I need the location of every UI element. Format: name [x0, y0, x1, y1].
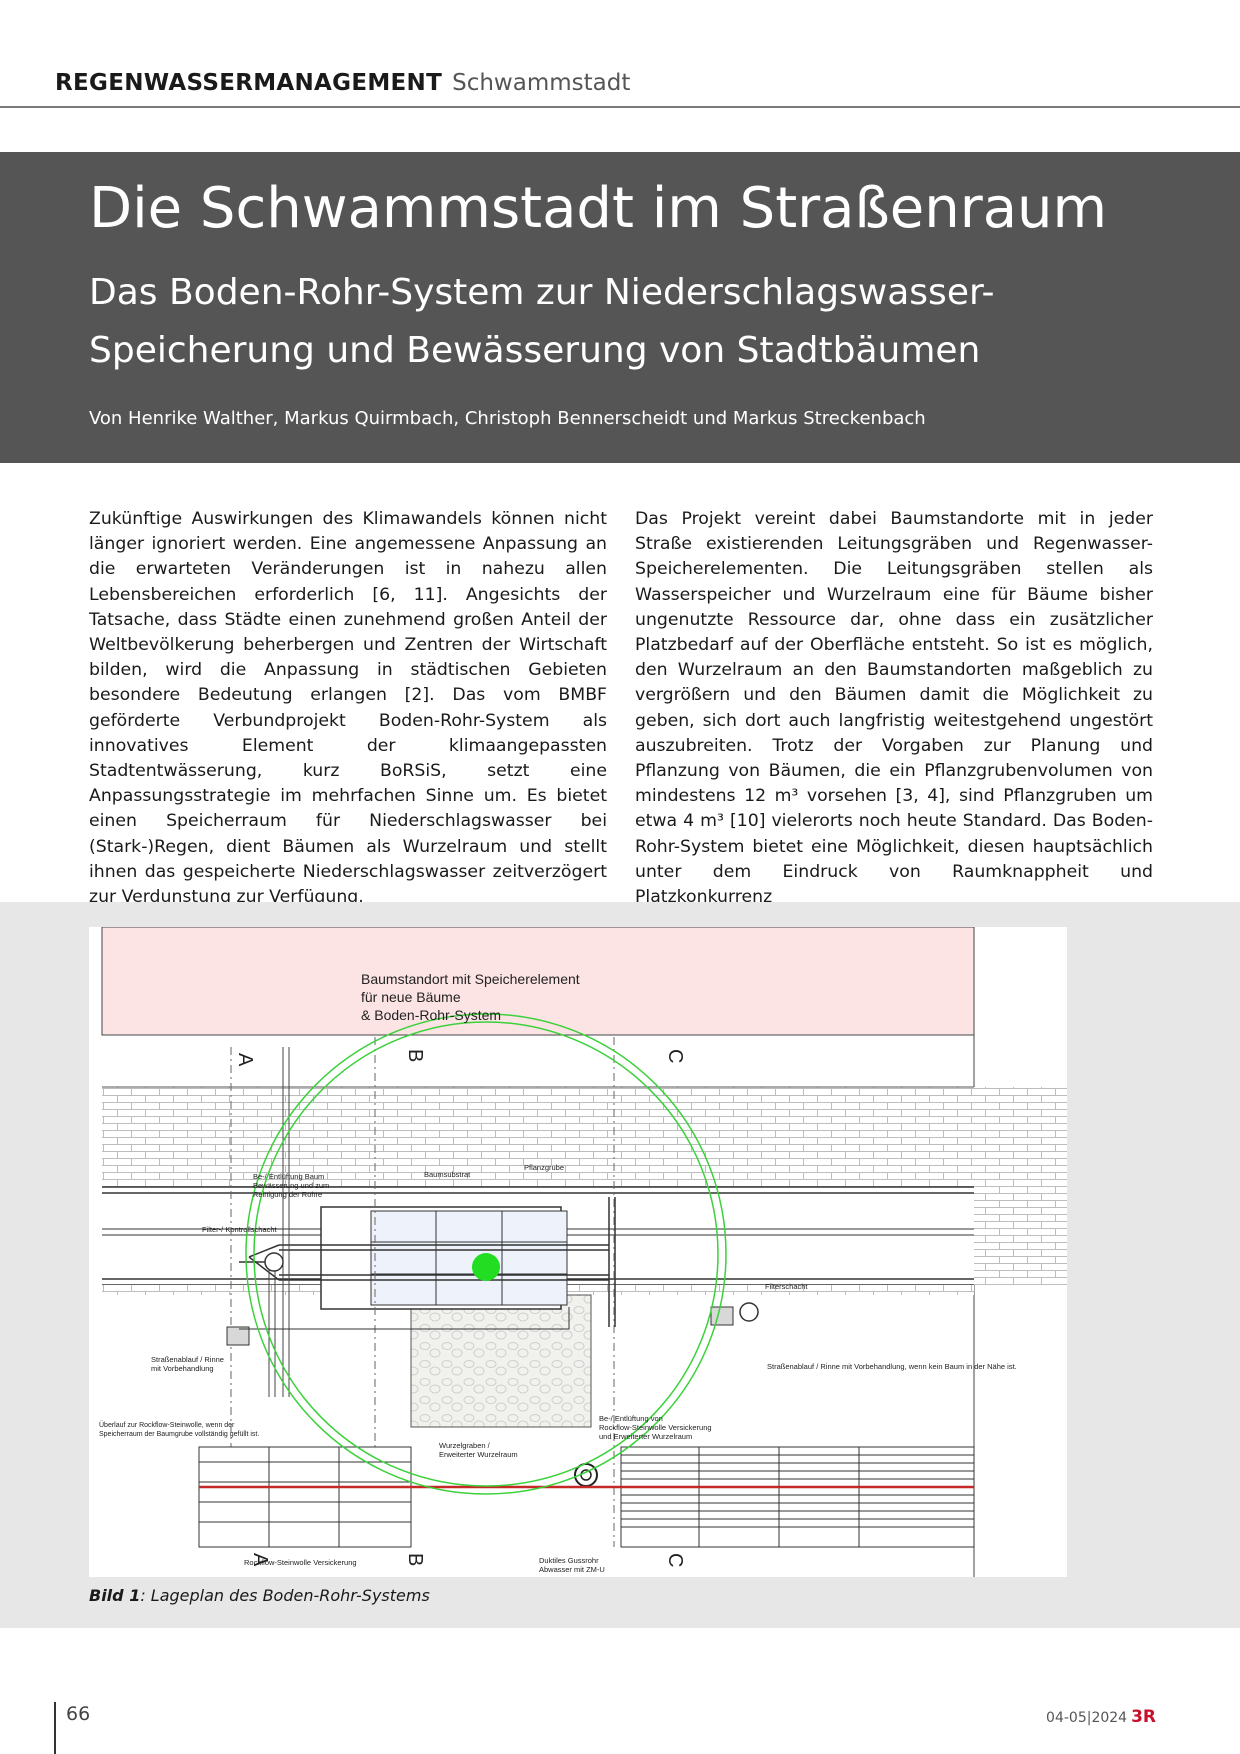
label-vent-3: Reinigung der Rohre	[253, 1190, 322, 1199]
label-trench-1: Wurzelgraben /	[439, 1441, 491, 1450]
tree-canopy-inner	[253, 1021, 719, 1487]
label-pipe-2: Abwasser mit ZM-U	[539, 1565, 605, 1574]
figure-site-plan: Baumstandort mit Speicherelement für neu…	[89, 927, 1067, 1577]
section-mark-b-bottom: B	[404, 1553, 426, 1566]
root-trench	[410, 1294, 592, 1428]
label-trench-2: Erweiterter Wurzelraum	[439, 1450, 518, 1459]
label-drain-right: Straßenablauf / Rinne mit Vorbehandlung,…	[767, 1362, 1017, 1371]
label-vent-rock-3: und Erweiterter Wurzelraum	[599, 1432, 692, 1441]
body-column-right: Das Projekt vereint dabei Baumstandorte …	[635, 509, 1153, 908]
header-rule	[0, 106, 1240, 108]
label-main-1: Baumstandort mit Speicherelement	[361, 971, 580, 987]
journal-logo: 3R	[1131, 1707, 1156, 1727]
label-substrate: Baumsubstrat	[424, 1170, 471, 1179]
section-mark-c-bottom: C	[664, 1553, 686, 1567]
label-pit: Pflanzgrube	[524, 1163, 564, 1172]
pavement-right	[974, 1087, 1067, 1285]
label-main-3: & Boden-Rohr-System	[361, 1007, 501, 1023]
section-title: REGENWASSERMANAGEMENT	[55, 70, 443, 96]
street-drain-left	[226, 1326, 250, 1346]
article-authors: Von Henrike Walther, Markus Quirmbach, C…	[89, 408, 926, 429]
label-vent-1: Be-/ Entlüftung Baum	[253, 1172, 324, 1181]
tree-zone-area	[101, 927, 975, 1036]
section-mark-c-top: C	[664, 1049, 686, 1063]
article-subtitle: Das Boden-Rohr-System zur Niederschlagsw…	[89, 272, 995, 371]
rockflow-band-left	[198, 1446, 412, 1548]
pavement-top	[102, 1087, 974, 1187]
label-overflow-1: Überlauf zur Rockflow-Steinwolle, wenn d…	[99, 1421, 235, 1429]
filter-control-shaft	[264, 1252, 284, 1272]
issue-number: 04-05|2024	[1046, 1710, 1128, 1726]
label-overflow-2: Speicherraum der Baumgrube vollständig g…	[99, 1431, 259, 1438]
title-banner: Die Schwammstadt im Straßenraum Das Bode…	[0, 152, 1240, 463]
section-mark-a-top: A	[234, 1053, 256, 1067]
label-main-2: für neue Bäume	[361, 989, 461, 1005]
caption-text: : Lageplan des Boden-Rohr-Systems	[140, 1586, 430, 1605]
label-filter-control: Filter-/ Kontrollschacht	[202, 1225, 278, 1234]
figure-caption: Bild 1: Lageplan des Boden-Rohr-Systems	[89, 1586, 430, 1605]
body-column-left: Zukünftige Auswirkungen des Klimawandels…	[89, 509, 607, 908]
street-drain-right	[710, 1306, 734, 1326]
substrate-grid	[370, 1210, 568, 1306]
rockflow-band-right	[620, 1446, 975, 1548]
filter-shaft	[739, 1302, 759, 1322]
label-pipe-1: Duktiles Gussrohr	[539, 1556, 599, 1565]
label-filter-shaft: Filterschacht	[765, 1282, 808, 1291]
section-mark-a-bottom: A	[249, 1553, 271, 1567]
label-vent-rock-1: Be-/ Entlüftung von	[599, 1414, 663, 1423]
tree-canopy-outer	[245, 1013, 727, 1495]
caption-label: Bild 1	[89, 1586, 141, 1605]
label-drain-left-1: Straßenablauf / Rinne	[151, 1355, 224, 1364]
page-number-bar	[54, 1702, 56, 1754]
label-vent-rock-2: Rockflow-Steinwolle Versickerung	[599, 1423, 712, 1432]
label-rockflow: Rockflow-Steinwolle Versickerung	[244, 1558, 357, 1567]
page-number: 66	[66, 1703, 91, 1725]
section-subtitle: Schwammstadt	[452, 70, 631, 96]
section-mark-b-top: B	[404, 1049, 426, 1062]
running-header: REGENWASSERMANAGEMENT Schwammstadt	[55, 70, 1180, 96]
article-title: Die Schwammstadt im Straßenraum	[89, 176, 1108, 241]
label-drain-left-2: mit Vorbehandlung	[151, 1364, 214, 1373]
label-vent-2: Bewässerung und zum	[253, 1181, 329, 1190]
tree-trunk	[472, 1253, 500, 1281]
